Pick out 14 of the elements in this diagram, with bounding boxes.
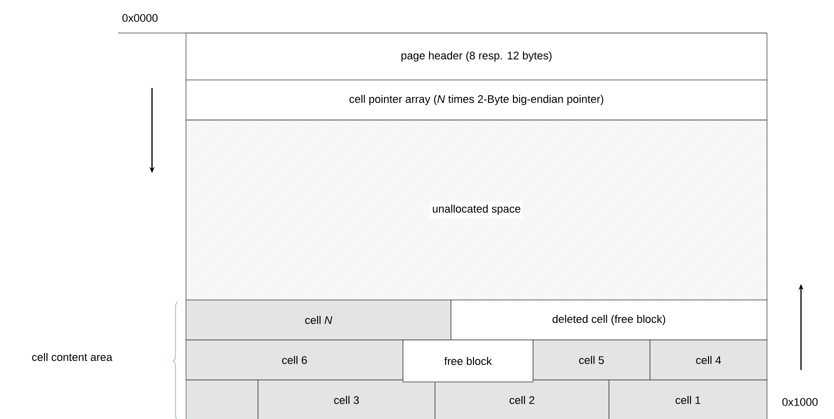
cell-block: cell 2 xyxy=(434,380,610,419)
memory-block: cell pointer array (N times 2-Byte big-endian pointer) xyxy=(186,80,768,120)
node-label: cell 3 xyxy=(334,396,359,404)
memory-block: page header (8 resp. 12 bytes) xyxy=(186,32,768,80)
node-label: cell 2 xyxy=(510,396,534,404)
memory-block: free block xyxy=(402,340,534,382)
cell-block: cell 1 xyxy=(608,380,768,419)
area-label: cell content area xyxy=(32,352,112,362)
cell-block: cell N xyxy=(186,300,452,340)
address-label: 0x0000 xyxy=(122,14,158,22)
hatched-region: unallocated space xyxy=(186,120,768,300)
address-label: 0x1000 xyxy=(782,398,818,406)
cell-block: cell 5 xyxy=(532,340,650,380)
cell-block: cell 4 xyxy=(650,340,768,380)
